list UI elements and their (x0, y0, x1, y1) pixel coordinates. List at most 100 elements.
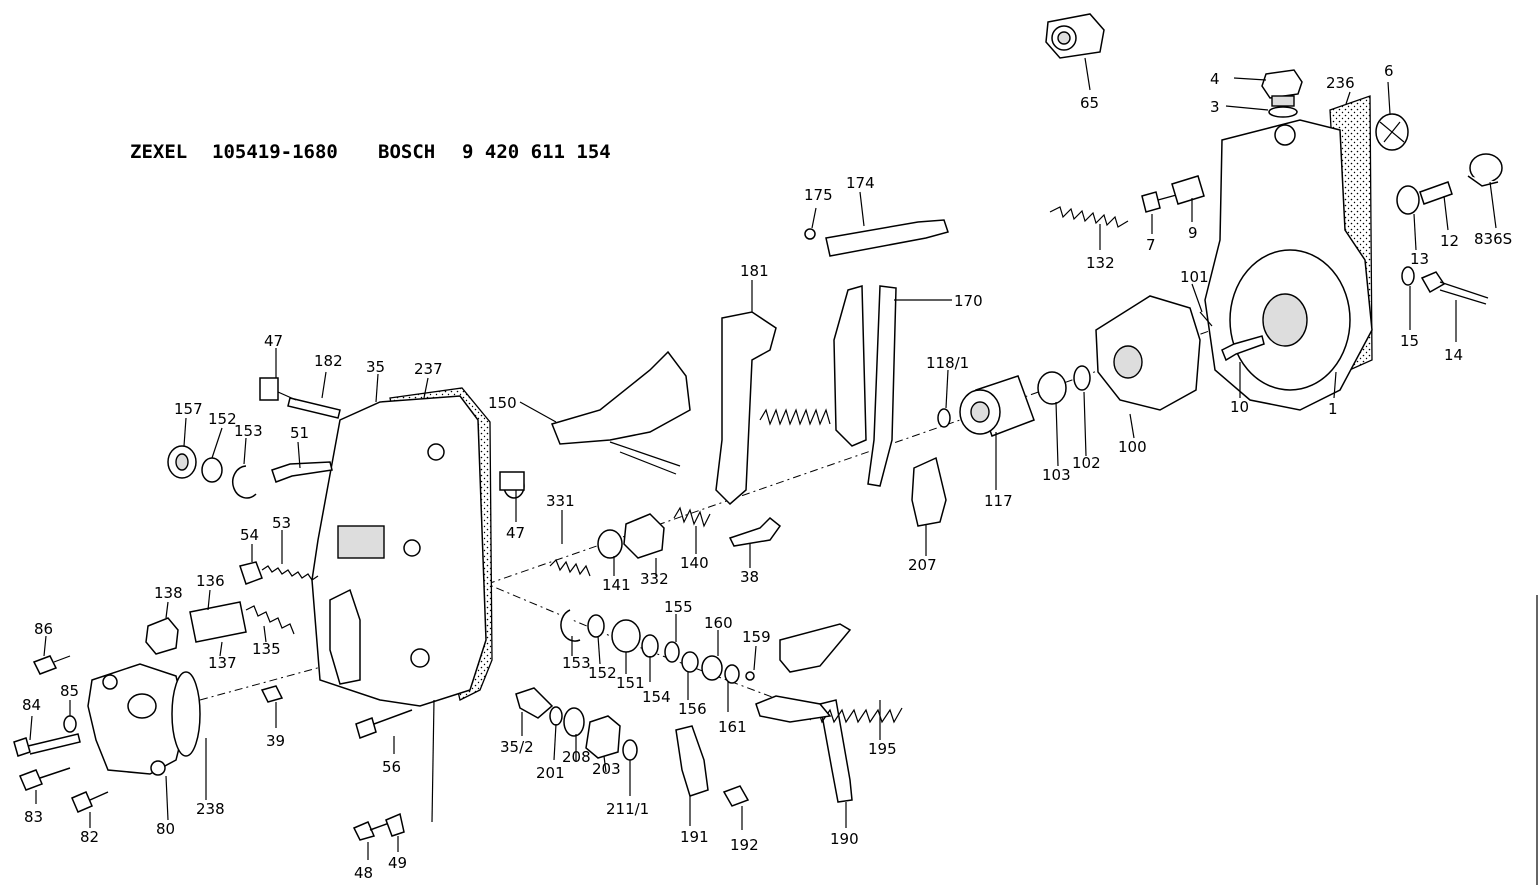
assembly-axis-lower (199, 639, 421, 701)
part-141-nut (597, 529, 623, 559)
callout-10: 10 (1230, 398, 1249, 416)
part-174-plate (825, 219, 949, 257)
part-159-ball (745, 671, 755, 681)
callout-13: 13 (1410, 250, 1429, 268)
callout-152-lower: 152 (588, 664, 617, 682)
callout-84: 84 (22, 696, 41, 714)
callout-117: 117 (984, 492, 1013, 510)
part-35-2-fitting (515, 687, 554, 719)
callout-138: 138 (154, 584, 183, 602)
callout-331: 331 (546, 492, 575, 510)
part-192-bolt (722, 785, 750, 807)
callout-15: 15 (1400, 332, 1419, 350)
part-4-plug (1261, 69, 1303, 107)
callout-203: 203 (592, 760, 621, 778)
part-137-bracket (189, 601, 247, 643)
part-102-ring (1073, 365, 1091, 391)
callout-47-right: 47 (506, 524, 525, 542)
brand-bosch: BOSCH (378, 141, 435, 163)
callout-39: 39 (266, 732, 285, 750)
callout-156: 156 (678, 700, 707, 718)
callout-159: 159 (742, 628, 771, 646)
callout-155: 155 (664, 598, 693, 616)
part-161-washer (724, 664, 740, 684)
callout-118-1: 118/1 (926, 354, 969, 372)
part-54-nut (239, 561, 263, 585)
callout-137: 137 (208, 654, 237, 672)
callout-51: 51 (290, 424, 309, 442)
part-151-bushing (611, 619, 641, 653)
part-39-nut (260, 685, 284, 703)
callout-182: 182 (314, 352, 343, 370)
part-153-circlip-lower (560, 609, 581, 642)
part-12-screw (1419, 181, 1453, 205)
callout-102: 102 (1072, 454, 1101, 472)
part-85-washer (63, 715, 77, 733)
part-86-bolt-shank (53, 655, 71, 663)
callout-207: 207 (908, 556, 937, 574)
part-103-bearing (1037, 371, 1067, 405)
callout-154: 154 (642, 688, 671, 706)
callout-238: 238 (196, 800, 225, 818)
bosch-number: 9 420 611 154 (462, 141, 611, 163)
callout-135: 135 (252, 640, 281, 658)
part-86-bolt (32, 655, 58, 675)
part-53-stud (261, 565, 319, 581)
part-84-bolt (13, 733, 81, 757)
part-211-1-washer (622, 739, 638, 761)
part-100-flyweight-assembly (1095, 295, 1201, 411)
part-47-bolt-right (499, 471, 525, 499)
callout-190: 190 (830, 830, 859, 848)
part-82-bolt (71, 791, 109, 813)
part-170-lever (867, 285, 897, 487)
brand-zexel: ZEXEL (130, 141, 187, 163)
part-83-bolt (19, 767, 71, 791)
callout-101: 101 (1180, 268, 1209, 286)
callout-211-1: 211/1 (606, 800, 649, 818)
callout-153-lower: 153 (562, 654, 591, 672)
part-132-spring (1049, 206, 1129, 228)
callout-195: 195 (868, 740, 897, 758)
part-tension-spring (759, 408, 831, 426)
part-48-bolt (352, 821, 393, 841)
part-138-cap-nut (145, 617, 179, 655)
callout-1: 1 (1328, 400, 1338, 418)
callout-35: 35 (366, 358, 385, 376)
part-152-washer-upper (201, 457, 223, 483)
part-190-lever (819, 699, 853, 803)
part-175-pin (804, 228, 816, 240)
callout-54: 54 (240, 526, 259, 544)
part-51-screw (271, 461, 333, 483)
part-7-bolt (1141, 191, 1181, 213)
part-49-washer-nut (385, 812, 405, 837)
callout-150: 150 (488, 394, 517, 412)
part-140-spring (673, 506, 711, 528)
callout-181: 181 (740, 262, 769, 280)
leader-lines (29, 57, 1497, 860)
callout-86: 86 (34, 620, 53, 638)
callout-192: 192 (730, 836, 759, 854)
part-157-plug (167, 445, 197, 479)
part-238-o-ring (171, 671, 201, 757)
callout-201: 201 (536, 764, 565, 782)
part-156-washer (681, 651, 699, 673)
part-15-washer (1401, 266, 1415, 286)
part-10-bolt (1221, 335, 1265, 362)
part-38-bolt (728, 516, 782, 547)
callout-174: 174 (846, 174, 875, 192)
callout-4: 4 (1210, 70, 1220, 88)
callout-170: 170 (954, 292, 983, 310)
callout-3: 3 (1210, 98, 1220, 116)
part-80-end-cover (87, 663, 187, 776)
callout-80: 80 (156, 820, 175, 838)
callout-47-top: 47 (264, 332, 283, 350)
callout-9: 9 (1188, 224, 1198, 242)
callout-53: 53 (272, 514, 291, 532)
callout-152-upper: 152 (208, 410, 237, 428)
callout-103: 103 (1042, 466, 1071, 484)
callout-237: 237 (414, 360, 443, 378)
part-182-pin (287, 397, 341, 419)
part-35-governor-cover (311, 387, 493, 707)
callout-83: 83 (24, 808, 43, 826)
